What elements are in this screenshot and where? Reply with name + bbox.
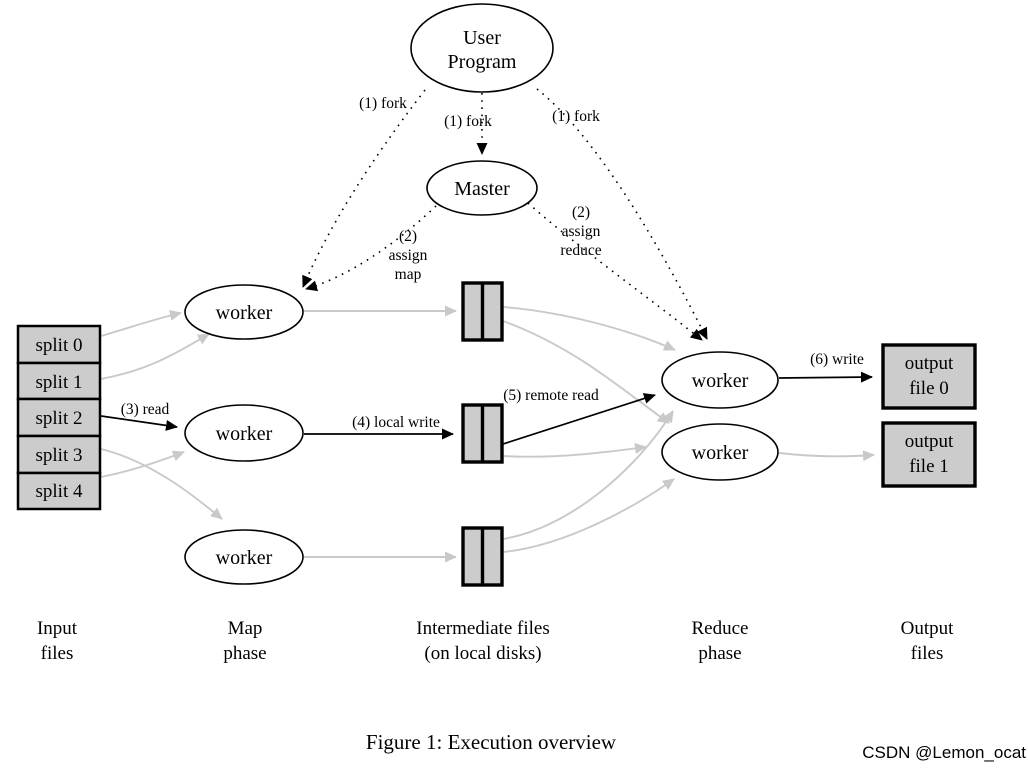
phase-labels: Input files Map phase Intermediate files…	[37, 618, 954, 664]
intermediate-file-icon	[461, 281, 504, 342]
user-program-line2: Program	[448, 51, 517, 73]
output-file-rect	[881, 343, 977, 410]
input-split-stack: split 0 split 1 split 2 split 3 split 4	[16, 324, 102, 511]
arrow-intfile2-to-rworker2	[502, 442, 647, 458]
arrow-split1-to-worker1	[100, 333, 210, 380]
split-box	[16, 471, 102, 511]
remote-read-label: (5) remote read	[503, 387, 599, 404]
user-program-ellipse	[410, 3, 554, 93]
read-arrow-split2-to-worker2	[100, 415, 178, 431]
arrow-intfile3-to-rworker1	[502, 410, 674, 540]
input-files-label-line1: Input	[37, 618, 78, 639]
assign-map-label-line1: (2)	[399, 228, 417, 245]
figure-caption: Figure 1: Execution overview	[366, 730, 617, 754]
output-files: output file 0 output file 1	[881, 343, 977, 488]
intermediate-file-icon	[461, 403, 504, 464]
user-program-node: User Program	[410, 3, 554, 93]
map-worker-node: worker	[184, 284, 304, 340]
fork-center-label: (1) fork	[444, 113, 492, 130]
reduce-worker-node: worker	[661, 351, 779, 409]
intermediate-files-label-line2: (on local disks)	[424, 643, 541, 664]
map-worker-3-ellipse	[184, 529, 304, 585]
split-4-label: split 4	[36, 481, 83, 502]
arrow-intfile1-to-rworker2	[502, 320, 670, 424]
output-file-0-box: output file 0	[881, 343, 977, 410]
reduce-worker-2-label: worker	[692, 442, 749, 464]
master-ellipse	[426, 160, 538, 216]
intermediate-file-icon	[461, 526, 504, 587]
csdn-watermark: CSDN @Lemon_ocat	[862, 743, 1026, 762]
split-box	[16, 361, 102, 401]
map-worker-2-label: worker	[216, 423, 273, 445]
output-file-rect	[881, 421, 977, 488]
map-worker-node: worker	[184, 529, 304, 585]
map-worker-1-label: worker	[216, 302, 273, 324]
reduce-worker-1-label: worker	[692, 370, 749, 392]
assign-reduce-label-line3: reduce	[560, 242, 601, 259]
assign-reduce-label-line1: (2)	[572, 204, 590, 221]
arrow-split3-to-worker3	[100, 448, 223, 520]
assign-reduce-arrow-master-to-rworker1	[527, 202, 703, 341]
reduce-phase-label-line1: Reduce	[692, 618, 749, 639]
control-arrows	[302, 88, 708, 341]
map-worker-2-ellipse	[184, 404, 304, 462]
data-flow-arrows	[100, 305, 875, 563]
ellipse-nodes: User Program Master worker worker worker…	[184, 3, 779, 585]
map-phase-label-line1: Map	[228, 618, 263, 639]
input-files-label-line2: files	[41, 643, 74, 664]
arrow-intfile1-to-rworker1	[502, 306, 676, 351]
split-0-label: split 0	[36, 335, 83, 356]
reduce-worker-1-ellipse	[661, 351, 779, 409]
intermediate-file-icons	[461, 281, 504, 587]
split-1-label: split 1	[36, 372, 83, 393]
output-file-1-line2: file 1	[909, 456, 949, 477]
output-files-label-line1: Output	[901, 618, 955, 639]
output-file-0-line2: file 0	[909, 378, 949, 399]
map-worker-1-ellipse	[184, 284, 304, 340]
map-worker-3-label: worker	[216, 547, 273, 569]
assign-reduce-label-line2: assign	[562, 223, 601, 240]
master-label: Master	[454, 178, 510, 200]
write-arrow-rworker1-to-outfile0	[778, 371, 873, 383]
assign-map-label-line2: assign	[389, 247, 428, 264]
user-program-line1: User	[463, 27, 501, 49]
edge-labels: (1) fork (1) fork (1) fork (2) assign ma…	[121, 95, 864, 431]
split-2-label: split 2	[36, 408, 83, 429]
read-label: (3) read	[121, 401, 170, 418]
master-node: Master	[426, 160, 538, 216]
split-box	[16, 397, 102, 438]
step-arrows	[100, 371, 873, 445]
output-files-label-line2: files	[911, 643, 944, 664]
remote-read-arrow-intfile2-to-rworker1	[502, 393, 656, 445]
local-write-label: (4) local write	[352, 414, 440, 431]
write-label: (6) write	[810, 351, 864, 368]
reduce-worker-node: worker	[661, 423, 779, 481]
reduce-phase-label-line2: phase	[698, 643, 741, 664]
fork-left-label: (1) fork	[359, 95, 407, 112]
arrow-split0-to-worker1	[100, 309, 182, 337]
assign-map-label-line3: map	[395, 266, 422, 283]
split-3-label: split 3	[36, 445, 83, 466]
reduce-worker-2-ellipse	[661, 423, 779, 481]
intermediate-files-label-line1: Intermediate files	[416, 618, 549, 639]
arrow-rworker2-to-outfile1	[778, 450, 875, 462]
output-file-0-line1: output	[905, 353, 954, 374]
map-worker-node: worker	[184, 404, 304, 462]
output-file-1-box: output file 1	[881, 421, 977, 488]
arrow-intfile3-to-rworker2	[502, 478, 675, 553]
output-file-1-line1: output	[905, 431, 954, 452]
fork-right-label: (1) fork	[552, 108, 600, 125]
map-phase-label-line2: phase	[223, 643, 266, 664]
